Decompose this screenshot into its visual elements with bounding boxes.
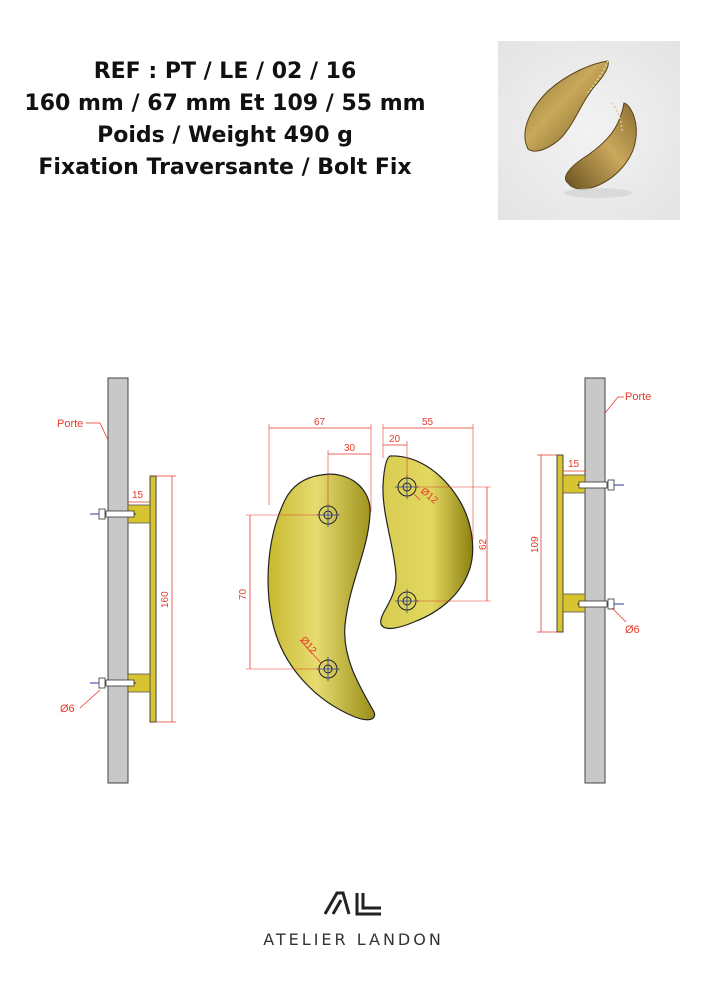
left-bolt-bottom	[90, 677, 136, 689]
right-door-panel	[584, 377, 606, 784]
right-bolt-top	[577, 479, 624, 491]
brand-logo: AL	[323, 891, 381, 916]
right-bolt-bottom	[577, 598, 624, 610]
right-standoff-label: 15	[568, 459, 580, 470]
small-handle-view: 55 20 62 Ø12	[380, 417, 491, 630]
fixing-line: Fixation Traversante / Bolt Fix	[38, 155, 412, 180]
left-bolt-label: Ø6	[60, 703, 75, 715]
left-standoff-label: 15	[132, 490, 144, 501]
large-handle-view: 67 30 70 Ø12	[238, 417, 376, 721]
large-width-label: 67	[314, 417, 326, 428]
left-length-label: 160	[160, 591, 171, 608]
dimensions-line: 160 mm / 67 mm Et 109 / 55 mm	[24, 91, 426, 116]
brand-name: ATELIER LANDON	[263, 930, 444, 949]
left-door-label: Porte	[57, 418, 83, 430]
small-handle-shape	[380, 455, 474, 630]
right-door-label: Porte	[625, 391, 651, 403]
large-handle-shape	[267, 473, 376, 721]
left-side-view: Porte 15 160 Ø6	[57, 377, 176, 784]
small-hole-offset-label: 20	[389, 434, 401, 445]
left-handle-bar	[149, 475, 157, 723]
right-side-view: Porte 15 109 Ø6	[530, 377, 651, 784]
large-hole-spacing-label: 70	[238, 588, 249, 600]
right-bolt-label: Ø6	[625, 624, 640, 636]
header: REF : PT / LE / 02 / 16 160 mm / 67 mm E…	[0, 56, 450, 184]
left-bolt-top	[90, 508, 136, 520]
large-hole-offset-label: 30	[344, 443, 356, 454]
small-hole-spacing-label: 62	[478, 538, 489, 550]
product-photo	[498, 41, 680, 220]
ref-line: REF : PT / LE / 02 / 16	[93, 59, 357, 84]
right-handle-bar	[556, 454, 564, 633]
right-length-label: 109	[530, 536, 541, 553]
left-door-panel	[107, 377, 129, 784]
weight-line: Poids / Weight 490 g	[97, 123, 353, 148]
small-width-label: 55	[422, 417, 434, 428]
